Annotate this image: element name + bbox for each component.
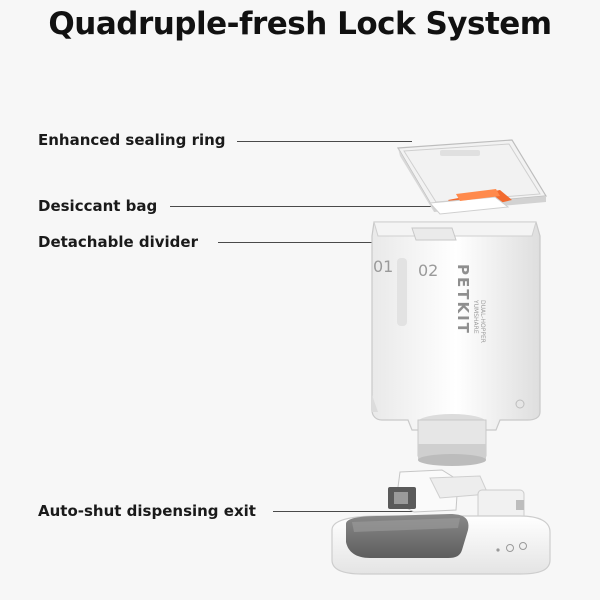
callout-divider-leader bbox=[218, 242, 428, 243]
dispenser-rotor bbox=[417, 414, 487, 466]
model-name-line-1: YUMSHARE bbox=[472, 299, 479, 334]
compartment-1-label: 01 bbox=[373, 257, 393, 276]
detachable-divider bbox=[411, 227, 457, 241]
callout-desiccant-bag-label: Desiccant bag bbox=[38, 197, 158, 215]
callout-sealing-ring-leader bbox=[237, 141, 412, 142]
callout-sealing-ring-label: Enhanced sealing ring bbox=[38, 131, 226, 149]
dispensing-exit bbox=[388, 469, 525, 521]
food-bowl bbox=[346, 514, 469, 558]
model-name-line-2: DUAL-HOPPER bbox=[479, 300, 486, 343]
callout-dispensing-exit-label: Auto-shut dispensing exit bbox=[38, 502, 256, 520]
lid-with-sealing-ring bbox=[396, 139, 548, 212]
callout-desiccant-bag-leader bbox=[170, 206, 445, 207]
callout-dispensing-exit-leader bbox=[273, 511, 413, 512]
compartment-2-label: 02 bbox=[418, 261, 438, 280]
feeder-base bbox=[331, 514, 551, 575]
brand-logo-text: PETKIT bbox=[454, 264, 472, 335]
desiccant-bag bbox=[428, 189, 512, 215]
callout-divider-label: Detachable divider bbox=[38, 233, 198, 251]
food-hopper bbox=[371, 221, 541, 431]
page-title: Quadruple-fresh Lock System bbox=[48, 6, 552, 42]
